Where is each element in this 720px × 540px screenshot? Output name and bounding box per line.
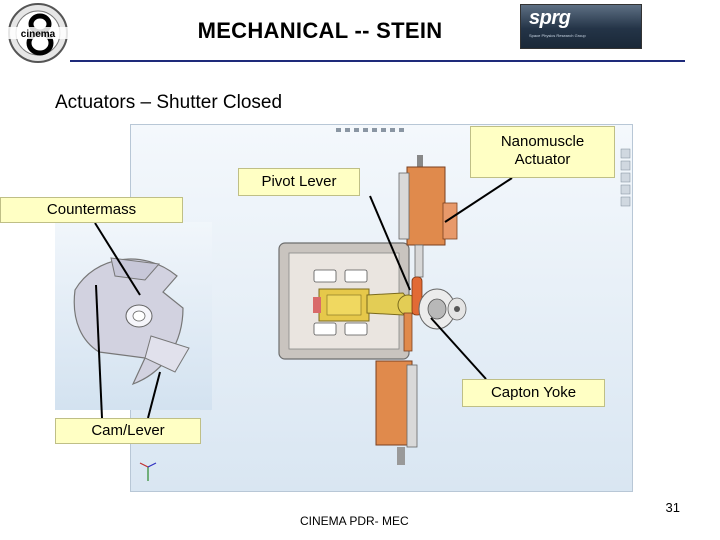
- callout-cam-lever-text: Cam/Lever: [91, 422, 165, 439]
- slide-subtitle: Actuators – Shutter Closed: [55, 92, 283, 113]
- cad-assembly-image: [130, 124, 633, 492]
- title-rule: [70, 60, 685, 62]
- sprg-logo: sprg Space Physics Research Group: [520, 4, 642, 49]
- callout-pivot-lever-text: Pivot Lever: [261, 173, 337, 190]
- callout-nanomuscle-actuator: Nanomuscle Actuator: [470, 126, 615, 178]
- cam-lever-image: [55, 222, 212, 410]
- callout-countermass-text: Countermass: [46, 201, 137, 218]
- page-number: 31: [665, 500, 680, 515]
- footer-text: CINEMA PDR- MEC: [300, 514, 409, 528]
- callout-capton-yoke: Capton Yoke: [462, 379, 605, 407]
- sprg-logo-subtext: Space Physics Research Group: [529, 33, 586, 38]
- callout-cam-lever: Cam/Lever: [55, 418, 201, 444]
- callout-nanomuscle-line2: Actuator: [514, 151, 571, 168]
- callout-capton-yoke-text: Capton Yoke: [490, 384, 577, 401]
- slide-title: MECHANICAL -- STEIN: [197, 18, 443, 43]
- callout-countermass: Countermass: [0, 197, 183, 223]
- svg-text:cinema: cinema: [21, 29, 56, 40]
- callout-nanomuscle-line1: Nanomuscle: [500, 133, 585, 150]
- cinema-logo: cinema: [2, 2, 74, 64]
- callout-pivot-lever: Pivot Lever: [238, 168, 360, 196]
- sprg-logo-text: sprg: [529, 7, 571, 29]
